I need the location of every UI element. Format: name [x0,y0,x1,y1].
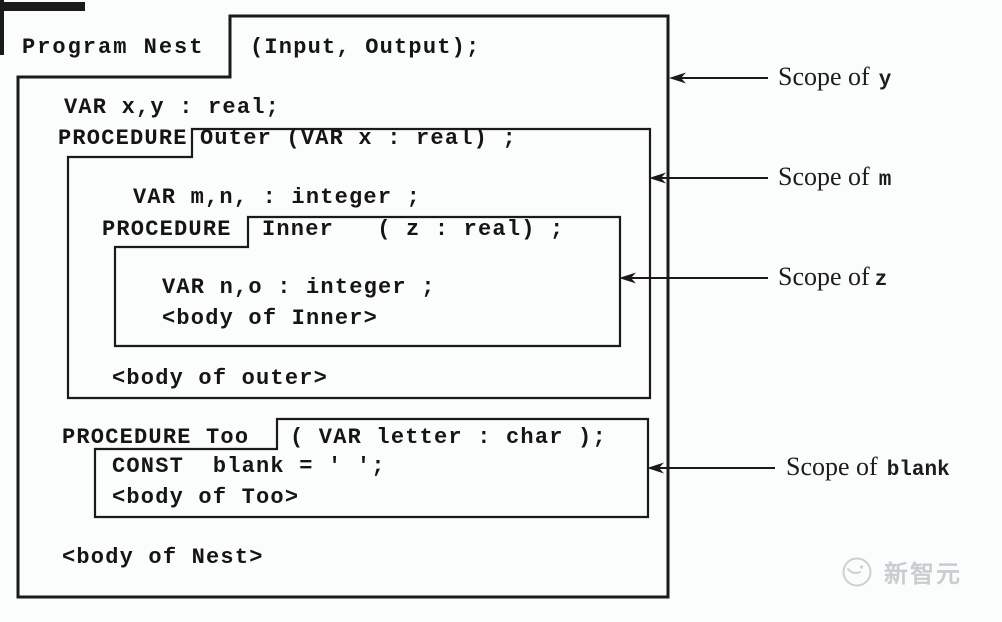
too-scope-box [93,417,650,519]
scope-of-blank-label: Scope of blank [786,452,950,482]
procedure-keyword-outer: PROCEDURE [58,126,188,151]
scope-label-prefix: Scope of [778,162,870,191]
frame-remnant-top [0,2,85,11]
scope-variable-name: m [878,169,892,192]
procedure-too-header: PROCEDURE Too [62,425,250,450]
scope-of-y-label: Scope of y [778,62,891,92]
watermark-text: 新智元 [884,560,962,588]
frame-remnant-left [0,0,4,55]
too-procedure-params: ( VAR letter : char ); [290,425,607,450]
var-declaration-mn: VAR m,n, : integer ; [133,185,422,210]
scope-z-arrow [619,272,768,284]
scope-label-prefix: Scope of [778,62,870,91]
scope-m-arrow [649,172,768,184]
scope-variable-name: y [878,69,892,92]
xinzhiyuan-logo-icon [842,557,872,586]
body-of-too: <body of Too> [112,485,300,510]
inner-procedure-header: Inner ( z : real) ; [262,217,565,242]
program-params: (Input, Output); [250,35,481,60]
body-of-nest: <body of Nest> [62,545,264,570]
var-declaration-no: VAR n,o : integer ; [162,275,436,300]
procedure-keyword-inner: PROCEDURE [102,217,232,242]
inner-scope-box [113,215,622,348]
body-of-inner: <body of Inner> [162,306,379,331]
program-name: Program Nest [22,35,205,60]
outer-procedure-header: Outer (VAR x : real) ; [200,126,517,151]
scope-label-prefix: Scope of [786,452,878,481]
scope-of-m-label: Scope of m [778,162,891,192]
nest-scope-box [16,14,670,599]
outer-scope-box [66,127,652,400]
scope-y-arrow [669,72,768,84]
const-blank-declaration: CONST blank = ' '; [112,454,386,479]
scope-variable-name: blank [886,459,950,482]
scope-blank-arrow [647,462,775,474]
scope-label-prefix: Scope of [778,262,870,291]
body-of-outer: <body of outer> [112,366,329,391]
watermark: 新智元 [840,554,962,589]
var-declaration-xy: VAR x,y : real; [64,95,281,120]
scope-variable-name: z [874,269,888,292]
